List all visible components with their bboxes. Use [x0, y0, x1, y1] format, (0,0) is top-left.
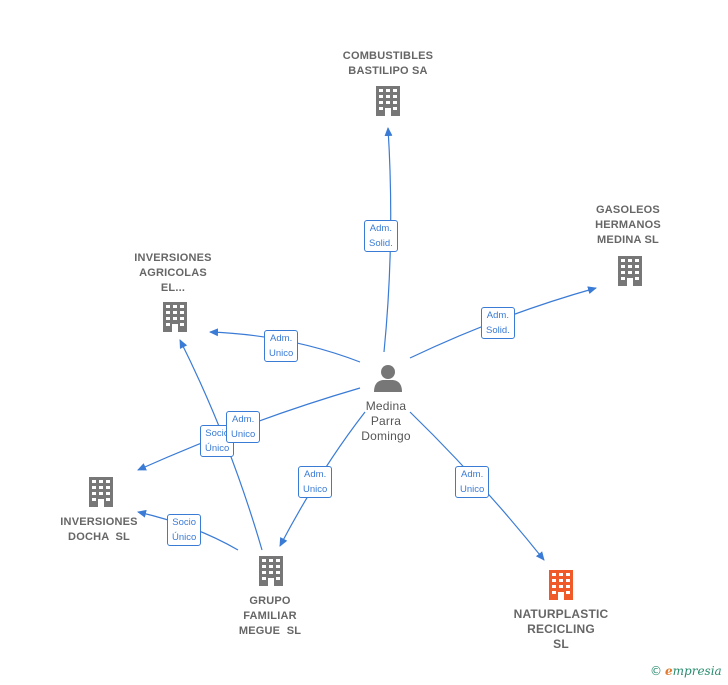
- edge-label-to-gasoleos[interactable]: Adm. Solid.: [481, 307, 515, 339]
- label-line: NATURPLASTIC: [513, 607, 609, 621]
- edge-label-line: Socio: [172, 517, 197, 528]
- label-line: EL...: [160, 282, 186, 294]
- edge-label-line: Unico: [269, 348, 294, 359]
- edge-label-line: Adm.: [461, 469, 484, 480]
- building-icon-inv-agricolas[interactable]: [163, 302, 187, 332]
- node-label-inv-agricolas[interactable]: INVERSIONES AGRICOLAS EL...: [118, 251, 228, 296]
- edge-label-line: Único: [172, 532, 197, 543]
- edge-label-to-grupo[interactable]: Adm. Unico: [298, 466, 333, 498]
- label-line: HERMANOS: [595, 219, 661, 231]
- edge-label-line: Adm.: [270, 333, 293, 344]
- label-line: DOCHA SL: [68, 531, 130, 543]
- label-line: MEDINA SL: [597, 234, 659, 246]
- edge-label-to-inv-agricolas[interactable]: Adm. Unico: [264, 330, 299, 362]
- brand-name: mpresia: [672, 664, 722, 678]
- label-line: INVERSIONES: [60, 516, 138, 528]
- label-line: Parra: [370, 414, 402, 428]
- label-line: SL: [553, 637, 569, 651]
- edge-label-line: Solid.: [369, 238, 393, 249]
- building-icon-naturplastic[interactable]: [549, 570, 573, 600]
- edge-label-grupo-to-inv-docha[interactable]: Socio Único: [167, 514, 202, 546]
- edge-label-line: Unico: [460, 484, 485, 495]
- edge-label-line: Socio: [205, 428, 230, 439]
- label-line: Medina: [365, 399, 407, 413]
- edge-label-line: Unico: [231, 429, 256, 440]
- label-line: Domingo: [361, 429, 411, 443]
- node-label-gasoleos[interactable]: GASOLEOS HERMANOS MEDINA SL: [573, 203, 683, 248]
- building-icon-grupo[interactable]: [259, 556, 283, 586]
- building-icon-gasoleos[interactable]: [618, 256, 642, 286]
- brand-initial: e: [665, 664, 673, 678]
- node-label-inv-docha[interactable]: INVERSIONES DOCHA SL: [44, 515, 154, 545]
- node-label-grupo[interactable]: GRUPO FAMILIAR MEGUE SL: [215, 594, 325, 639]
- label-line: MEGUE SL: [238, 625, 302, 637]
- edge-label-line: Adm.: [486, 310, 509, 321]
- label-line: RECICLING: [527, 622, 595, 636]
- node-label-person[interactable]: Medina Parra Domingo: [344, 399, 428, 444]
- label-line: GRUPO: [249, 595, 291, 607]
- empresia-logo[interactable]: ©empresia: [650, 664, 722, 678]
- label-line: BASTILIPO SA: [348, 65, 428, 77]
- edge-label-line: Solid.: [486, 325, 510, 336]
- label-line: COMBUSTIBLES: [342, 50, 434, 62]
- edge-label-line: Único: [205, 443, 230, 454]
- edge-label-to-combustibles[interactable]: Adm. Solid.: [364, 220, 398, 252]
- edge-label-to-naturplastic[interactable]: Adm. Unico: [455, 466, 490, 498]
- copyright-icon: ©: [650, 664, 662, 678]
- building-icon-inv-docha[interactable]: [89, 477, 113, 507]
- label-line: FAMILIAR: [243, 610, 297, 622]
- person-icon[interactable]: [374, 365, 402, 392]
- node-label-naturplastic[interactable]: NATURPLASTIC RECICLING SL: [496, 607, 626, 652]
- label-line: AGRICOLAS: [139, 267, 207, 279]
- edge-label-to-inv-docha[interactable]: Adm. Unico: [226, 411, 261, 443]
- label-line: GASOLEOS: [596, 204, 660, 216]
- edge-label-line: Unico: [303, 484, 328, 495]
- building-icon-combustibles[interactable]: [376, 86, 400, 116]
- label-line: INVERSIONES: [134, 252, 212, 264]
- edge-label-line: Adm.: [369, 223, 392, 234]
- edge-label-line: Adm.: [232, 414, 255, 425]
- edge-label-line: Adm.: [304, 469, 327, 480]
- node-label-combustibles[interactable]: COMBUSTIBLES BASTILIPO SA: [325, 49, 451, 79]
